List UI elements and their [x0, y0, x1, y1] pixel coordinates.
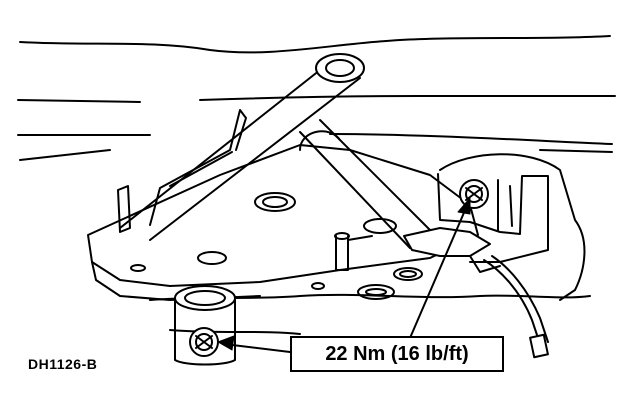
lower-insulator [174, 285, 236, 366]
callout-leaders [217, 197, 471, 353]
figure-id-label: DH1126-B [28, 356, 98, 372]
torque-callout-label: 22 Nm (16 lb/ft) [290, 336, 504, 372]
arrowhead-lower-bolt [217, 335, 235, 351]
leader-lower-bolt [223, 343, 291, 353]
bracket-holes [130, 192, 423, 300]
wire-harness [483, 255, 549, 359]
leader-upper-bolt [409, 207, 467, 339]
arrowhead-upper-bolt [457, 197, 471, 215]
frame-rails [17, 35, 616, 161]
mounting-stud [334, 232, 373, 271]
crossmember-tube [119, 53, 441, 249]
